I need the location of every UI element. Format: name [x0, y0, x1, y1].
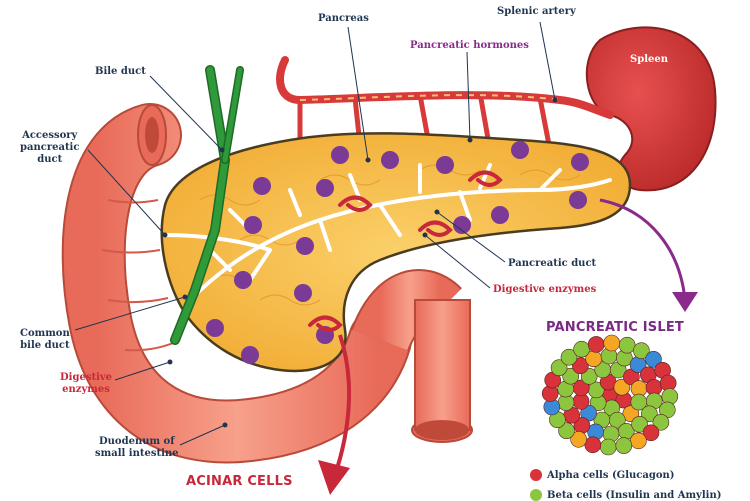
islet-cell — [615, 437, 633, 454]
islet-cell — [631, 415, 648, 433]
heading-pancreatic-islet: PANCREATIC ISLET — [546, 320, 684, 335]
islet-cell — [613, 378, 631, 396]
islet-cell — [652, 413, 670, 431]
islet-cell — [640, 405, 658, 423]
label-digestive-enzymes-left: Digestive enzymes — [60, 372, 113, 395]
splenic-artery — [276, 56, 614, 151]
legend-beta-cells: Beta cells (Insulin and Amylin) — [530, 489, 721, 501]
islet-cell — [570, 430, 587, 448]
islet-cell — [630, 432, 647, 450]
label-pancreatic-hormones: Pancreatic hormones — [410, 40, 529, 51]
islet-cell — [560, 348, 578, 366]
label-splenic-artery: Splenic artery — [497, 6, 576, 17]
label-spleen: Spleen — [630, 54, 669, 65]
label-duodenum: Duodenum of small intestine — [95, 436, 179, 459]
leader-lines — [74, 21, 558, 446]
label-pancreas: Pancreas — [318, 13, 369, 24]
islet-cell — [603, 334, 621, 352]
islet-cell — [599, 438, 617, 456]
islet-cell — [618, 336, 636, 354]
label-common-bile-duct: Common bile duct — [20, 328, 70, 351]
label-pancreatic-duct: Pancreatic duct — [508, 258, 597, 269]
legend-alpha-label: Alpha cells (Glucagon) — [547, 469, 675, 481]
islet-cell — [584, 436, 602, 454]
islet-cell — [587, 336, 605, 353]
pancreatic-duct — [163, 163, 612, 302]
legend-alpha-cells: Alpha cells (Glucagon) — [530, 469, 675, 481]
islet-cell — [633, 342, 650, 360]
duodenum — [61, 103, 473, 464]
heading-acinar-cells: ACINAR CELLS — [186, 474, 293, 489]
bile-duct — [170, 65, 244, 345]
islet-cells — [206, 141, 589, 364]
label-accessory-pancreatic-duct: Accessory pancreatic duct — [20, 130, 80, 165]
islet-cell — [645, 350, 662, 368]
pancreatic-islet-cluster — [541, 334, 679, 456]
legend-beta-swatch — [530, 489, 542, 501]
islet-cell — [550, 359, 568, 377]
islet-cell — [562, 367, 580, 385]
islet-cell — [558, 422, 575, 440]
islet-cell — [572, 357, 589, 375]
legend-beta-label: Beta cells (Insulin and Amylin) — [547, 489, 722, 501]
islet-cell — [642, 424, 660, 442]
label-bile-duct: Bile duct — [95, 66, 146, 77]
label-digestive-enzymes-right: Digestive enzymes — [493, 284, 597, 295]
legend-alpha-swatch — [530, 469, 542, 481]
zoom-arrows — [318, 198, 698, 495]
islet-cell — [573, 340, 590, 358]
acinar-clusters — [308, 170, 503, 332]
